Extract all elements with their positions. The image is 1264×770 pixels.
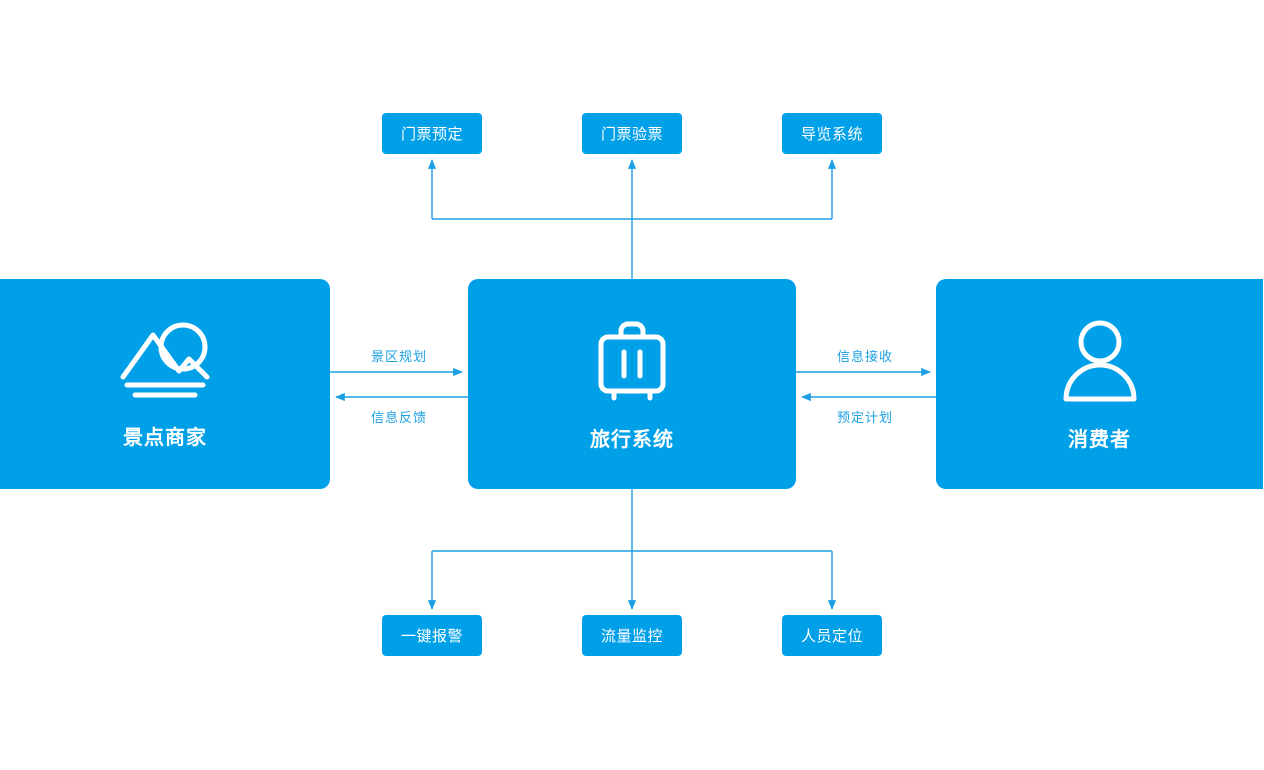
node-consumer-label: 消费者 [1068,428,1131,451]
node-consumer[interactable]: 消费者 [936,279,1263,489]
node-guide-system[interactable]: 导览系统 [782,113,882,154]
suitcase-icon [592,319,672,408]
node-one-key-alarm-label: 一键报警 [400,628,463,645]
node-guide-system-label: 导览系统 [800,126,863,143]
node-people-locating-label: 人员定位 [800,628,863,645]
node-ticket-booking[interactable]: 门票预定 [382,113,482,154]
node-one-key-alarm[interactable]: 一键报警 [382,615,482,656]
node-system-label: 旅行系统 [590,428,674,451]
node-flow-monitor[interactable]: 流量监控 [582,615,682,656]
edge-label-system-to-consumer: 信息接收 [836,349,893,364]
node-people-locating[interactable]: 人员定位 [782,615,882,656]
node-ticket-booking-label: 门票预定 [400,126,463,143]
node-flow-monitor-label: 流量监控 [600,628,663,645]
node-ticket-check[interactable]: 门票验票 [582,113,682,154]
person-icon [1058,319,1142,408]
edge-label-merchant-to-system: 景区规划 [370,349,427,364]
node-ticket-check-label: 门票验票 [600,126,663,143]
node-system[interactable]: 旅行系统 [468,279,796,489]
edge-label-consumer-to-system: 预定计划 [836,410,893,425]
node-merchant-label: 景点商家 [123,426,207,449]
mountain-landscape-icon [117,321,213,406]
node-merchant[interactable]: 景点商家 [0,279,330,489]
edge-label-system-to-merchant: 信息反馈 [370,410,427,425]
